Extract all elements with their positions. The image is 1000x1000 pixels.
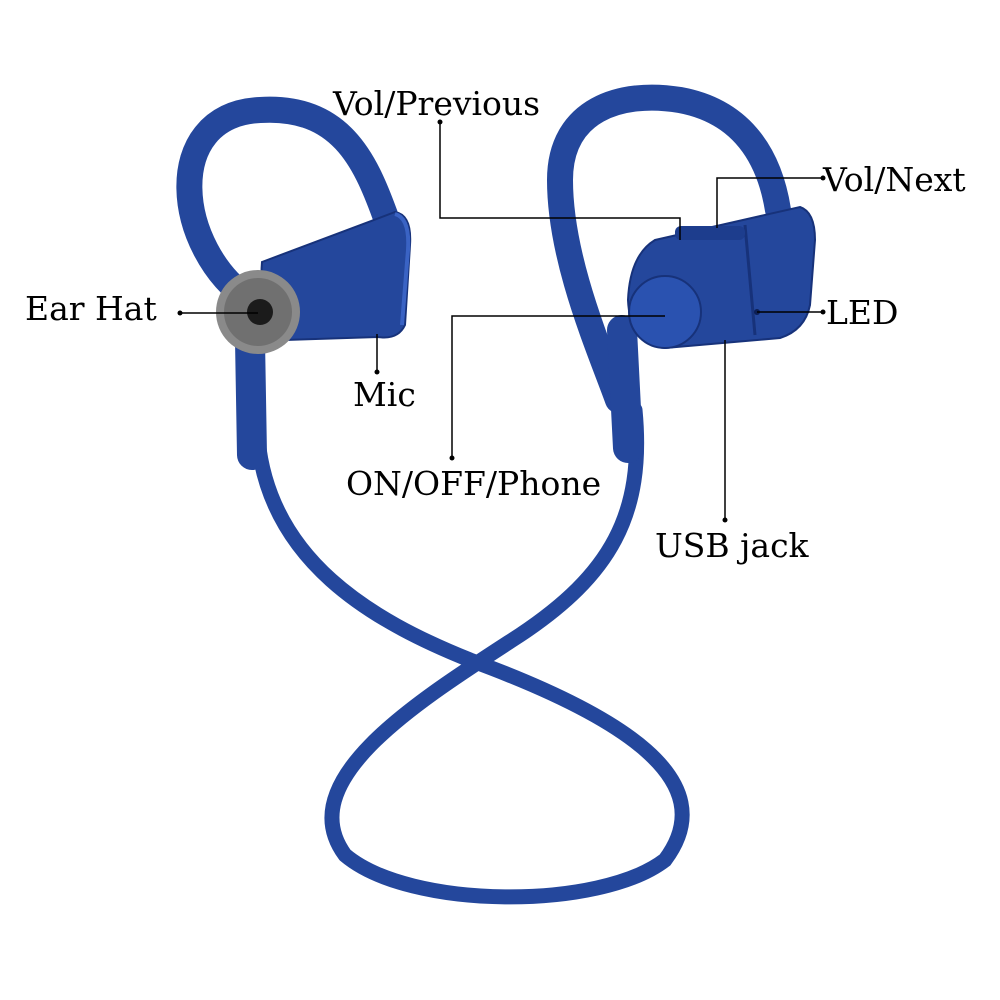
right-stem [607, 315, 643, 463]
right-ear-hook [546, 84, 791, 413]
label-on-off-phone: ON/OFF/Phone [346, 464, 602, 503]
power-button [628, 275, 702, 349]
label-mic: Mic [353, 375, 416, 414]
left-ear-hook [176, 96, 398, 313]
leader-on-off-phone [451, 315, 665, 458]
neckband-cable [250, 402, 690, 905]
leader-vol-next [716, 177, 823, 228]
label-usb-jack: USB jack [655, 526, 809, 565]
leader-lines [180, 122, 823, 520]
label-led: LED [826, 293, 899, 332]
vol-buttons [675, 226, 745, 240]
leader-dots [177, 119, 826, 523]
label-vol-next: Vol/Next [823, 160, 966, 199]
left-stem [235, 325, 267, 470]
label-vol-previous: Vol/Previous [333, 84, 541, 123]
leader-vol-previous [439, 122, 681, 240]
label-ear-hat: Ear Hat [25, 289, 157, 328]
